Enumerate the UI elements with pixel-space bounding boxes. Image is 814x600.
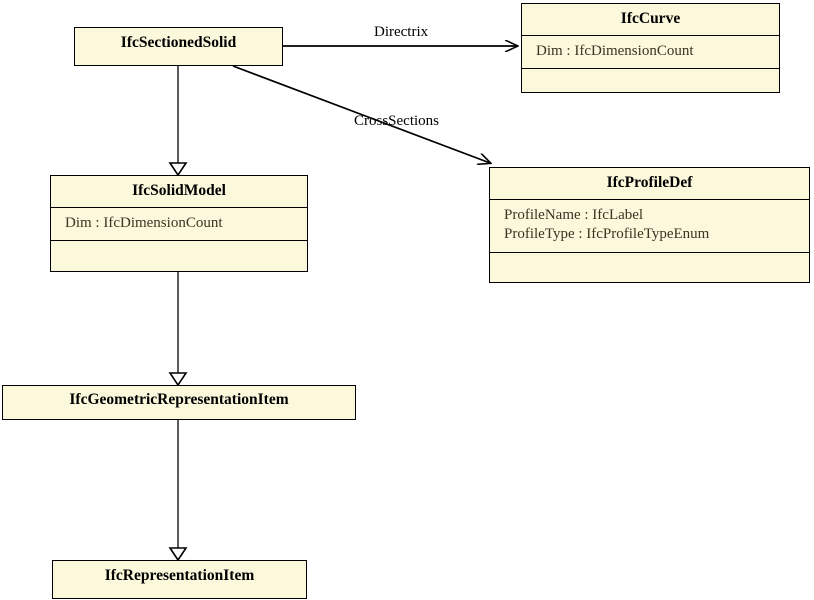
class-operations-ifcprofiledef	[490, 252, 809, 270]
attribute-row: Dim : IfcDimensionCount	[65, 214, 223, 231]
edge-label-crosssections: CrossSections	[354, 113, 440, 129]
attribute-row: Dim : IfcDimensionCount	[536, 42, 694, 59]
class-title-ifcsectionedsolid: IfcSectionedSolid	[120, 34, 237, 51]
edge-generalization-repitem	[168, 420, 188, 562]
attribute-row: ProfileName : IfcLabel	[504, 206, 644, 223]
class-attributes-ifcsolidmodel: Dim : IfcDimensionCount	[51, 206, 307, 241]
class-box-ifcsectionedsolid[interactable]: IfcSectionedSolid	[74, 27, 283, 66]
class-attributes-ifcprofiledef: ProfileName : IfcLabel ProfileType : Ifc…	[490, 198, 809, 253]
edge-generalization-solidmodel	[168, 66, 188, 177]
class-title-ifccurve: IfcCurve	[620, 10, 681, 27]
edge-generalization-geomrepitem	[168, 272, 188, 387]
class-title-ifcsolidmodel: IfcSolidModel	[132, 182, 226, 199]
class-box-ifcprofiledef[interactable]: IfcProfileDef ProfileName : IfcLabel Pro…	[489, 167, 810, 283]
class-box-ifcrepresentationitem[interactable]: IfcRepresentationItem	[52, 560, 307, 599]
class-box-ifcsolidmodel[interactable]: IfcSolidModel Dim : IfcDimensionCount	[50, 175, 308, 272]
class-attributes-ifccurve: Dim : IfcDimensionCount	[522, 34, 779, 69]
edge-label-directrix: Directrix	[374, 24, 429, 40]
class-title-ifcrepresentationitem: IfcRepresentationItem	[104, 567, 255, 584]
class-operations-ifcsolidmodel	[51, 240, 307, 258]
class-operations-ifccurve	[522, 68, 779, 86]
class-title-ifcgeometricrepresentationitem: IfcGeometricRepresentationItem	[69, 391, 289, 408]
class-box-ifccurve[interactable]: IfcCurve Dim : IfcDimensionCount	[521, 3, 780, 93]
attribute-row: ProfileType : IfcProfileTypeEnum	[504, 226, 710, 243]
class-box-ifcgeometricrepresentationitem[interactable]: IfcGeometricRepresentationItem	[2, 385, 356, 420]
class-title-ifcprofiledef: IfcProfileDef	[606, 174, 693, 191]
